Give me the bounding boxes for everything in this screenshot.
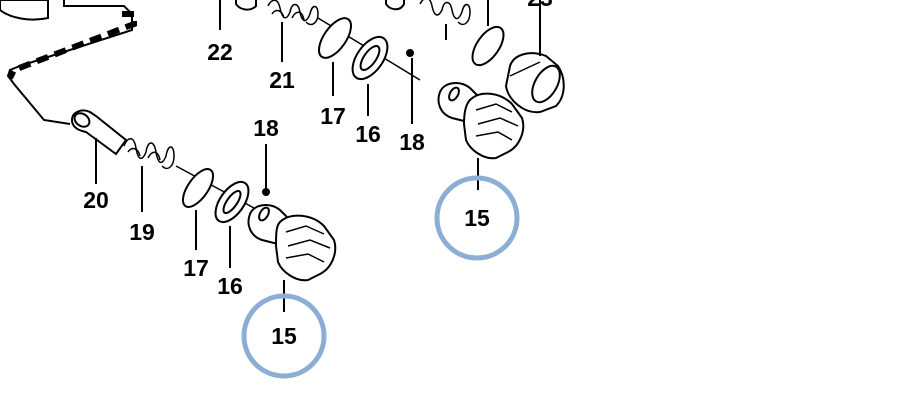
housing-partial: [0, 0, 133, 125]
label-17-low: 17: [183, 255, 209, 281]
part-15-plug-top: [437, 82, 525, 190]
label-17-top: 17: [320, 103, 346, 129]
highlight-ring-15-top: [434, 175, 520, 261]
part-16-washer-top: [351, 35, 389, 116]
label-15-top: 15: [464, 205, 490, 231]
label-21: 21: [269, 67, 295, 93]
label-20: 20: [83, 187, 109, 213]
part-20-sleeve: [70, 109, 128, 184]
part-23-cap: [504, 0, 565, 114]
label-18-low: 18: [253, 115, 279, 141]
dashed-plate-edge: [7, 11, 137, 80]
part-18-pin-top: [406, 49, 414, 124]
label-16-low: 16: [217, 273, 243, 299]
label-23: 23: [527, 0, 553, 11]
part-22-stub: [219, 0, 257, 30]
label-16-top: 16: [355, 121, 381, 147]
part-17-oring-top: [318, 17, 352, 96]
part-18-pin-low: [262, 144, 270, 196]
label-22: 22: [207, 39, 233, 65]
part-15-plug-low: [247, 204, 337, 312]
label-18-top: 18: [399, 129, 425, 155]
highlight-ring-15-low: [241, 293, 327, 379]
part-top-right-spring: [385, 0, 505, 67]
part-17-oring-low: [181, 168, 215, 250]
part-16-washer-low: [214, 180, 250, 268]
label-15-low: 15: [271, 323, 297, 349]
label-19: 19: [129, 219, 155, 245]
